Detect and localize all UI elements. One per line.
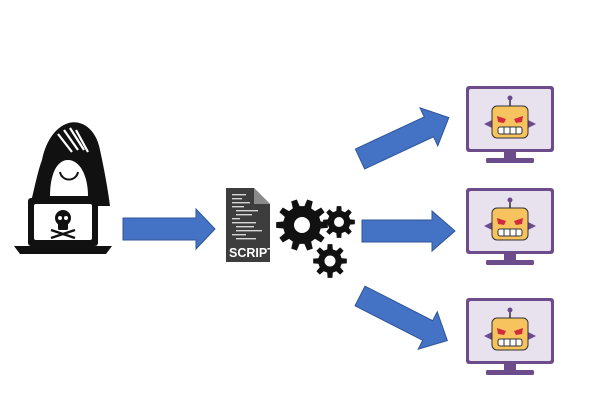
hacker-icon <box>14 122 112 254</box>
arrow-icon <box>122 207 216 251</box>
arrow-icon <box>361 209 456 253</box>
arrow-icon <box>354 285 448 351</box>
infected-computer-icon <box>466 188 554 265</box>
angry-robot-icon <box>484 197 536 241</box>
gears-icon <box>276 199 355 278</box>
angry-robot-icon <box>484 307 536 351</box>
arrow-icon <box>354 107 450 170</box>
skull-icon <box>50 210 76 240</box>
script-file-icon: SCRIPT <box>226 188 275 262</box>
angry-robot-icon <box>484 95 536 139</box>
script-label: SCRIPT <box>229 246 275 260</box>
infected-computer-icon <box>466 298 554 375</box>
infected-computer-icon <box>466 86 554 163</box>
